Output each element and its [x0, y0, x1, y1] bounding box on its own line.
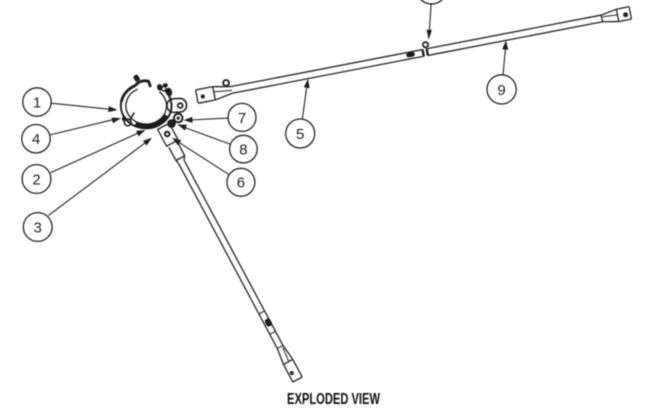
svg-text:3: 3 — [34, 219, 42, 236]
svg-text:7: 7 — [238, 110, 246, 127]
svg-text:2: 2 — [32, 171, 40, 188]
svg-text:5: 5 — [296, 126, 304, 143]
svg-text:EXPLODED VIEW: EXPLODED VIEW — [287, 391, 381, 408]
svg-text:6: 6 — [237, 175, 245, 192]
svg-text:1: 1 — [33, 94, 41, 111]
svg-text:8: 8 — [239, 142, 247, 159]
svg-text:9: 9 — [497, 82, 505, 99]
svg-text:4: 4 — [32, 131, 40, 148]
